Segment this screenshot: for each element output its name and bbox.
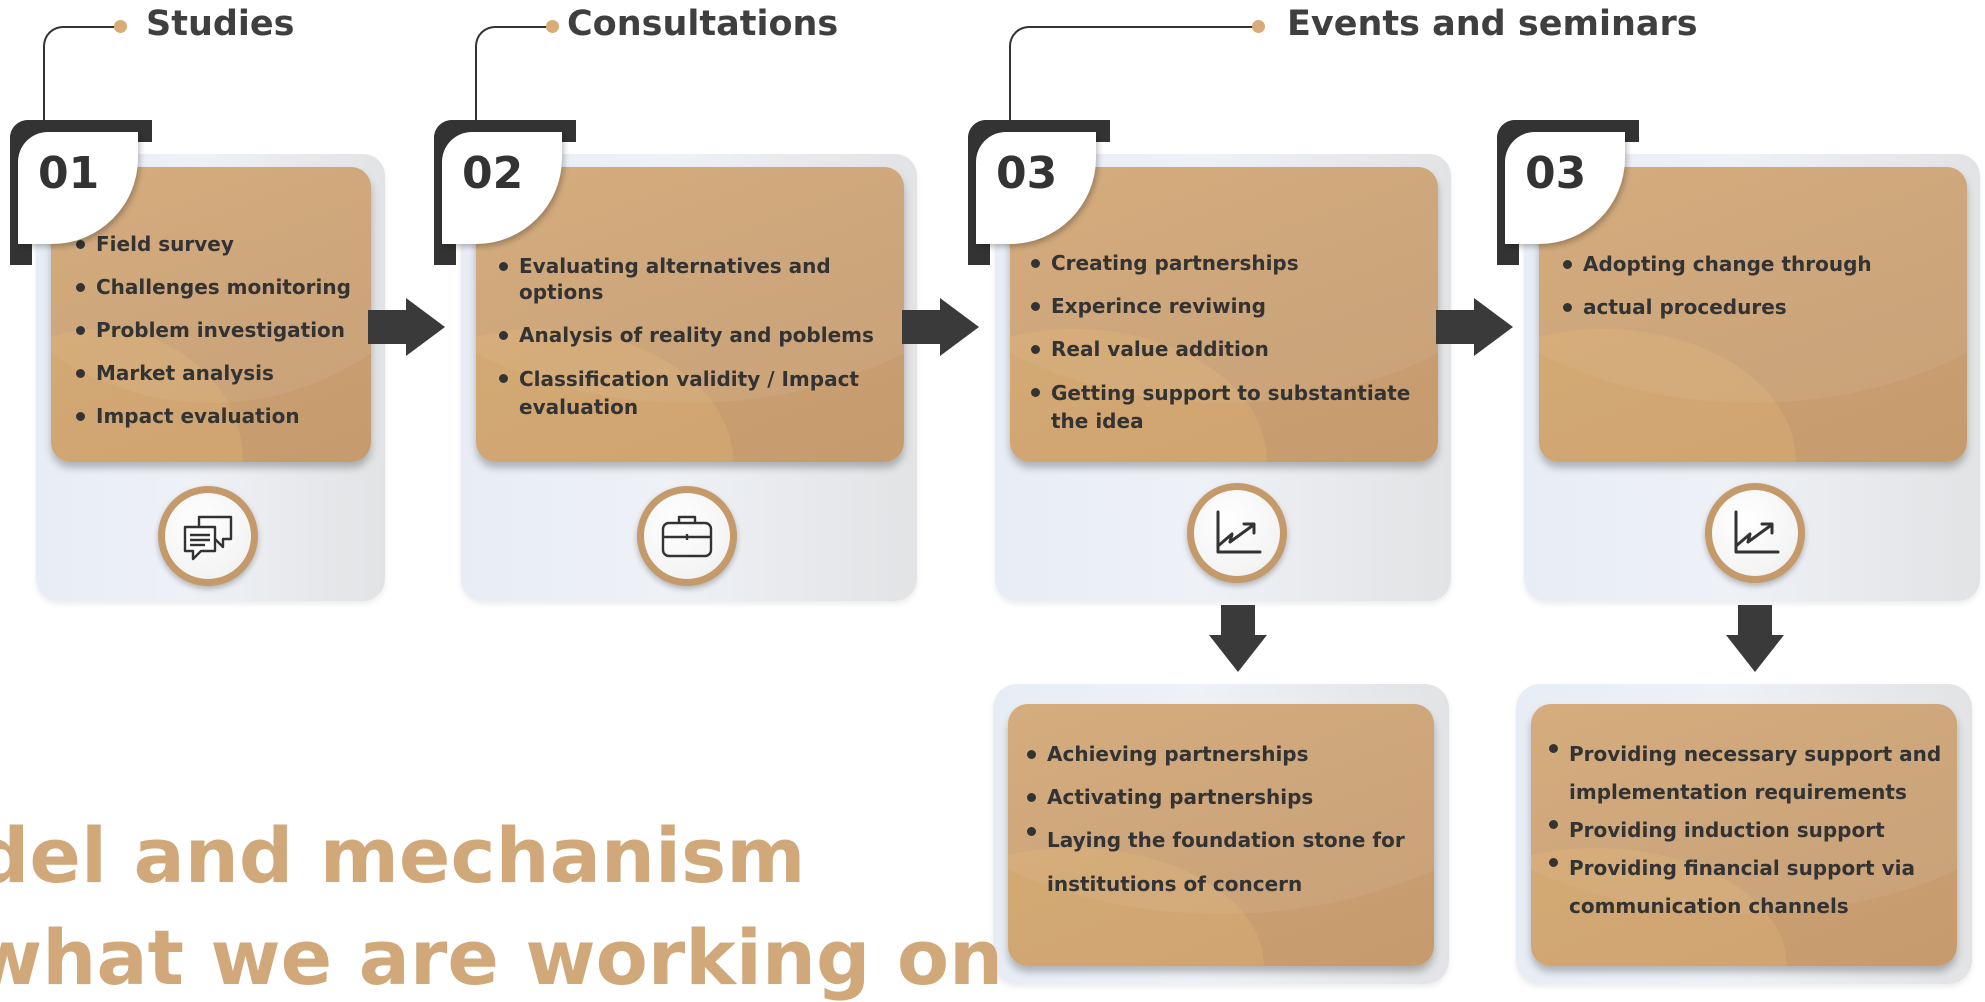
step-4-number-badge: 03 <box>1505 132 1625 244</box>
list-item: actual procedures <box>1561 294 1961 320</box>
step-4-card: Adopting change through actual procedure… <box>1539 167 1967 462</box>
step-4-list: Adopting change through actual procedure… <box>1561 251 1961 320</box>
list-item: Field survey <box>74 231 364 257</box>
step-1-icon-circle <box>158 486 258 586</box>
arrow-down-icon <box>1209 605 1267 672</box>
events-dot <box>1252 20 1265 33</box>
list-item: Market analysis <box>74 360 364 386</box>
title-line-1: del and mechanism <box>0 811 806 900</box>
list-item: Creating partnerships <box>1029 250 1429 276</box>
chat-bubbles-icon <box>183 515 233 561</box>
step-2-card: Evaluating alternatives and options Anal… <box>476 167 904 462</box>
outcome-2-card: Providing necessary support and implemen… <box>1531 704 1957 966</box>
list-item: Problem investigation <box>74 317 364 343</box>
list-item: Adopting change through <box>1561 251 1961 277</box>
heading-studies: Studies <box>146 4 295 44</box>
step-3-icon-circle <box>1187 483 1287 583</box>
events-connector <box>1009 26 1261 124</box>
step-1-list: Field survey Challenges monitoring Probl… <box>74 231 364 429</box>
list-item: Experince reviwing <box>1029 293 1429 319</box>
list-item: Challenges monitoring <box>74 274 364 300</box>
list-item: Activating partnerships <box>1025 784 1415 810</box>
step-3-list: Creating partnerships Experince reviwing… <box>1029 250 1429 435</box>
step-2-list: Evaluating alternatives and options Anal… <box>497 253 897 421</box>
list-item: Achieving partnerships <box>1025 741 1415 767</box>
list-item: Getting support to substantiate the idea <box>1029 379 1429 435</box>
outcome-2-list: Providing necessary support and implemen… <box>1547 741 1947 925</box>
list-item: Classification validity / Impact evaluat… <box>497 365 897 421</box>
title-line-2: what we are working on <box>0 913 1004 1002</box>
studies-connector <box>43 26 117 124</box>
heading-events-seminars: Events and seminars <box>1287 4 1698 44</box>
step-number: 03 <box>996 148 1058 199</box>
briefcase-icon <box>661 515 713 558</box>
list-item: Providing induction support <box>1547 811 1947 849</box>
list-item: Providing necessary support and implemen… <box>1547 735 1947 811</box>
outcome-1-list: Achieving partnerships Activating partne… <box>1025 741 1415 906</box>
arrow-down-icon <box>1726 605 1784 672</box>
list-item: Evaluating alternatives and options <box>497 253 897 305</box>
step-3-card: Creating partnerships Experince reviwing… <box>1010 167 1438 462</box>
growth-chart-icon <box>1734 510 1780 554</box>
list-item: Real value addition <box>1029 336 1429 362</box>
heading-consultations: Consultations <box>567 4 839 44</box>
arrow-right-icon <box>902 298 979 356</box>
studies-dot <box>114 20 127 33</box>
step-2-icon-circle <box>637 486 737 586</box>
list-item: Laying the foundation stone for institut… <box>1025 818 1415 906</box>
consultations-dot <box>546 20 559 33</box>
arrow-right-icon <box>368 298 445 356</box>
outcome-1-card: Achieving partnerships Activating partne… <box>1008 704 1434 966</box>
step-number: 03 <box>1525 148 1587 199</box>
step-number: 01 <box>38 148 100 199</box>
arrow-right-icon <box>1436 298 1513 356</box>
list-item: Analysis of reality and poblems <box>497 322 897 348</box>
step-number: 02 <box>462 148 524 199</box>
step-4-icon-circle <box>1705 483 1805 583</box>
list-item: Providing financial support via communic… <box>1547 849 1947 925</box>
consultations-connector <box>475 26 555 124</box>
list-item: Impact evaluation <box>74 403 364 429</box>
growth-chart-icon <box>1216 510 1262 554</box>
